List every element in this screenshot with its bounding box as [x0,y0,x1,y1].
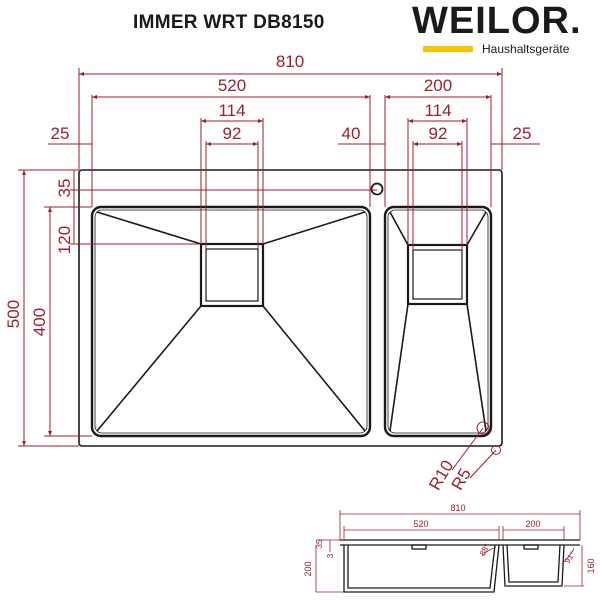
right-drain-inner [412,249,463,300]
radius-r5-mark [491,445,501,455]
dim-right-drain-inner: 92 [429,124,448,143]
section-dimensions [315,510,584,593]
left-bowl [90,205,372,438]
sink-outline [78,169,503,447]
dim-right-margin: 25 [513,124,532,143]
section-left-bowl [343,544,500,593]
section-depth-left: 200 [303,561,313,576]
section-right-bowl [502,544,565,587]
radius-r10-mark [476,421,490,435]
section-flange-1: 35 [315,539,324,548]
brand-underline [423,46,473,52]
section-left-drain [411,544,427,550]
model-title: IMMER WRT DB8150 [133,12,325,33]
dim-overall-width: 810 [276,52,304,71]
left-bowl-rib [96,305,202,432]
dim-gap: 40 [342,124,361,143]
section-right-width: 200 [525,519,540,529]
dim-left-drain-outer: 114 [218,101,245,120]
top-dimensions [18,68,540,479]
dim-overall-height: 500 [4,300,23,328]
dim-left-bowl-width: 520 [218,76,246,95]
section-view [340,539,580,593]
brand-logo: WEILOR. [412,0,582,42]
left-bowl-inner [94,209,368,434]
left-drain-outer [199,242,265,308]
section-left-width: 520 [413,519,428,529]
dim-right-drain-outer: 114 [424,101,451,120]
dim-left-margin: 25 [51,124,70,143]
right-bowl-rib [466,211,487,246]
right-bowl [383,205,493,438]
left-bowl-rib [262,211,366,245]
right-bowl-rib [389,211,409,246]
dim-bowl-height: 400 [30,308,49,336]
top-dimension-labels: 810 520 200 114 92 114 92 25 40 25 500 4… [4,52,531,494]
right-drain-outer [406,243,469,306]
right-bowl-rib [466,303,487,432]
left-bowl-rib [96,211,202,245]
section-depth-right: 160 [586,558,596,573]
section-right-drain [523,544,539,550]
top-view [78,169,503,455]
dim-drain-depth: 120 [55,226,74,254]
dim-top-edge: 35 [55,179,74,198]
right-bowl-inner [387,209,489,434]
section-angle-right: 91° [563,550,577,565]
left-drain-inner [205,248,259,302]
dim-left-drain-inner: 92 [223,124,242,143]
brand-tagline: Haushaltsgeräte [482,42,570,56]
tap-hole [370,182,384,196]
section-flange-2: 3 [326,553,335,558]
left-bowl-rib [262,305,366,432]
right-bowl-rib [389,303,409,432]
section-overall-width: 810 [450,503,465,513]
dim-right-bowl-width: 200 [424,76,452,95]
